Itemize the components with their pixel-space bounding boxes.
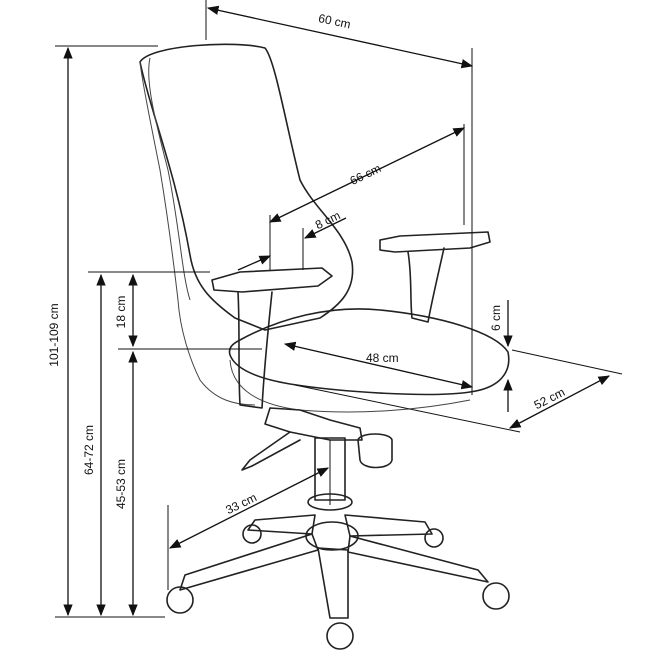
label-18cm: 18 cm [114, 296, 128, 329]
label-64-72cm: 64-72 cm [82, 425, 96, 475]
chair-illustration [139, 43, 510, 650]
mechanism-knob [357, 433, 393, 469]
label-45-53cm: 45-53 cm [114, 459, 128, 509]
dim-66-line [268, 127, 466, 223]
armrest-left-pad [211, 267, 333, 293]
seat [228, 308, 510, 396]
base-leg-back-right [344, 514, 433, 537]
seat-mechanism [264, 407, 363, 441]
caster-wheel [242, 524, 262, 544]
armrest-right-post [407, 247, 445, 323]
dim-8-line-left [237, 255, 272, 271]
backrest [139, 43, 354, 331]
seat-underside [229, 359, 471, 413]
label-6cm: 6 cm [489, 305, 503, 331]
base-leg-front-right [347, 535, 489, 583]
caster-wheel [166, 586, 194, 614]
ext-line [511, 349, 623, 375]
label-66cm: 66 cm [348, 161, 384, 188]
dim-48-line [283, 341, 474, 390]
label-52cm: 52 cm [532, 385, 567, 412]
label-8cm: 8 cm [313, 208, 343, 232]
caster-wheel [482, 582, 510, 610]
dimension-labels: 60 cm 66 cm 8 cm 101-109 cm 64-72 cm 18 … [47, 11, 567, 517]
base-leg-back-left [247, 514, 316, 535]
dim-33-line [168, 467, 330, 549]
caster-wheel [326, 622, 354, 650]
backrest-frame [148, 57, 191, 301]
base-leg-front [317, 547, 349, 619]
armrest-right-pad [379, 231, 491, 253]
label-60cm: 60 cm [317, 11, 352, 31]
armrest-left-post [237, 291, 273, 409]
ext-line [294, 384, 521, 433]
label-101-109cm: 101-109 cm [47, 303, 61, 366]
backrest-frame-inner [139, 61, 256, 406]
casters [166, 524, 510, 650]
dim-52-line [508, 375, 611, 429]
caster-wheel [424, 528, 444, 548]
dimension-lines [55, 0, 623, 618]
dim-60-line [206, 5, 474, 69]
label-33cm: 33 cm [223, 490, 259, 517]
label-48cm: 48 cm [366, 351, 399, 365]
dim-8-line-right [303, 217, 347, 239]
tilt-lever [241, 431, 301, 471]
